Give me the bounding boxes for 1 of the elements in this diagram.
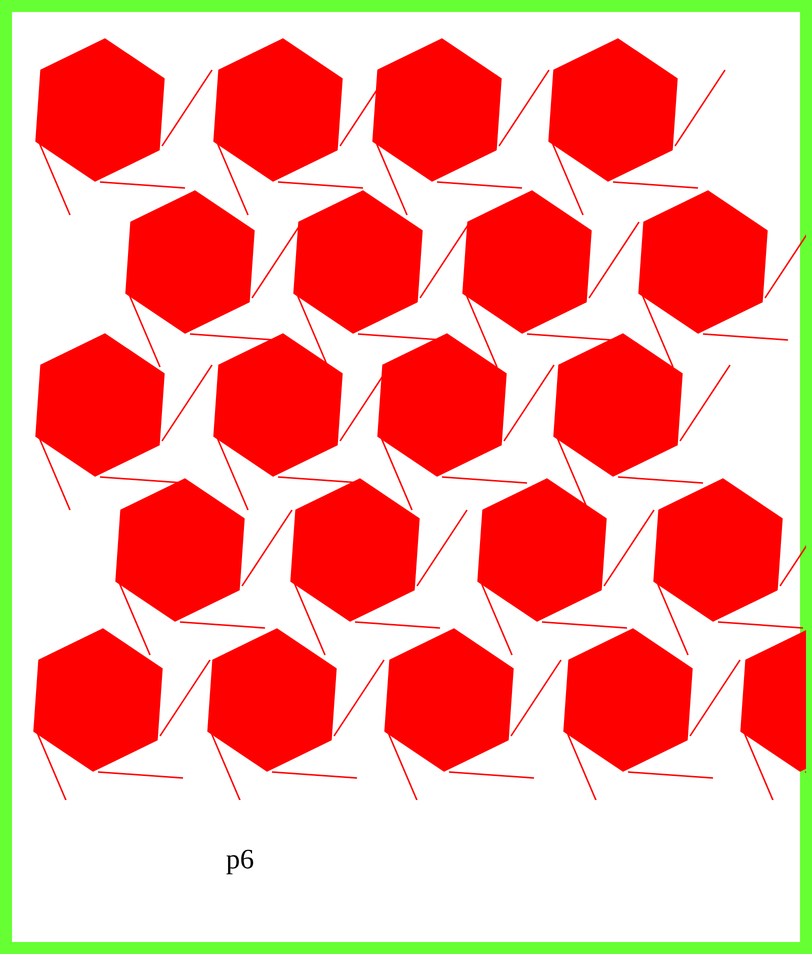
pattern-label: p6 xyxy=(226,850,254,874)
